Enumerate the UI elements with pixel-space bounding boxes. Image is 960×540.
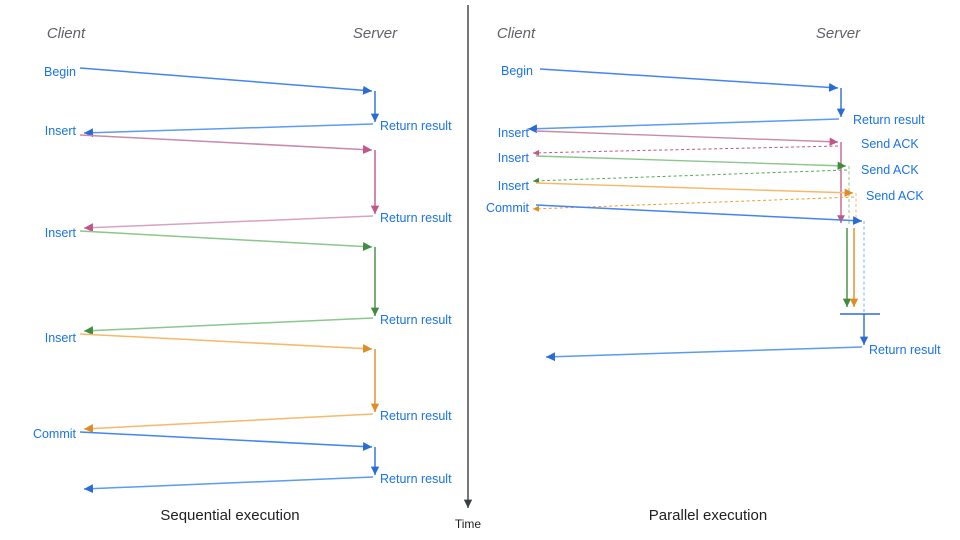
right-arrow-insert1-request — [535, 130, 839, 146]
right-arrow-commit-request — [535, 204, 863, 226]
left-label-return-result-4: Return result — [380, 409, 452, 423]
right-label-commit: Commit — [486, 201, 530, 215]
right-server-lane-label: Server — [816, 25, 861, 42]
left-label-begin: Begin — [44, 65, 76, 79]
right-label-return-result-1: Return result — [853, 113, 925, 127]
right-label-send-ack-2: Send ACK — [861, 163, 919, 177]
right-label-insert-3: Insert — [498, 179, 530, 193]
left-arrow-begin-request — [79, 67, 373, 95]
right-exchange-commit — [535, 204, 880, 362]
left-arrow-insert1-response — [83, 215, 374, 233]
right-arrow-commit-response — [545, 346, 863, 362]
left-arrow-insert1-request — [79, 134, 373, 155]
left-arrow-insert2-request — [79, 230, 373, 252]
left-panel-caption: Sequential execution — [160, 507, 299, 524]
left-label-insert-1: Insert — [45, 124, 77, 138]
right-exchange-insert-2 — [532, 155, 852, 307]
right-client-lane-label: Client — [497, 25, 536, 42]
right-label-insert-2: Insert — [498, 151, 530, 165]
right-arrow-insert2-ack — [532, 169, 848, 184]
left-exchange-begin — [79, 67, 380, 138]
left-client-lane-label: Client — [47, 25, 86, 42]
left-arrow-commit-response — [83, 476, 374, 494]
right-arrow-insert3-ack — [532, 196, 855, 212]
right-label-send-ack-3: Send ACK — [866, 189, 924, 203]
left-arrow-begin-response — [83, 123, 374, 138]
time-axis: Time — [455, 5, 482, 531]
left-exchange-insert-1 — [79, 134, 380, 233]
right-exchange-begin — [527, 68, 846, 134]
left-exchange-insert-3 — [79, 333, 380, 434]
left-label-return-result-3: Return result — [380, 313, 452, 327]
left-label-insert-2: Insert — [45, 226, 77, 240]
left-label-return-result-1: Return result — [380, 119, 452, 133]
right-exchange-insert-1 — [532, 130, 845, 223]
right-label-insert-1: Insert — [498, 126, 530, 140]
left-arrow-insert3-request — [79, 333, 373, 354]
left-arrow-commit-request — [79, 431, 373, 452]
right-arrow-begin-response — [527, 118, 840, 134]
right-label-begin: Begin — [501, 64, 533, 78]
left-exchange-insert-2 — [79, 230, 380, 336]
right-label-send-ack-1: Send ACK — [861, 137, 919, 151]
right-arrow-insert2-request — [535, 155, 847, 170]
left-exchange-commit — [79, 431, 380, 494]
time-axis-label: Time — [455, 517, 482, 531]
right-exchange-insert-3 — [532, 182, 859, 307]
left-label-insert-3: Insert — [45, 331, 77, 345]
left-panel: Client Server — [33, 25, 452, 524]
left-arrow-insert2-response — [83, 317, 374, 336]
right-label-return-result-2: Return result — [869, 343, 941, 357]
right-panel-caption: Parallel execution — [649, 507, 767, 524]
left-server-lane-label: Server — [353, 25, 398, 42]
left-label-return-result-2: Return result — [380, 211, 452, 225]
right-arrow-insert1-ack — [532, 145, 839, 156]
right-arrow-begin-request — [539, 68, 839, 92]
left-label-return-result-5: Return result — [380, 472, 452, 486]
left-label-commit: Commit — [33, 427, 77, 441]
right-arrow-insert3-request — [535, 182, 854, 197]
left-arrow-insert3-response — [83, 413, 374, 434]
right-panel: Client Server — [486, 25, 941, 524]
